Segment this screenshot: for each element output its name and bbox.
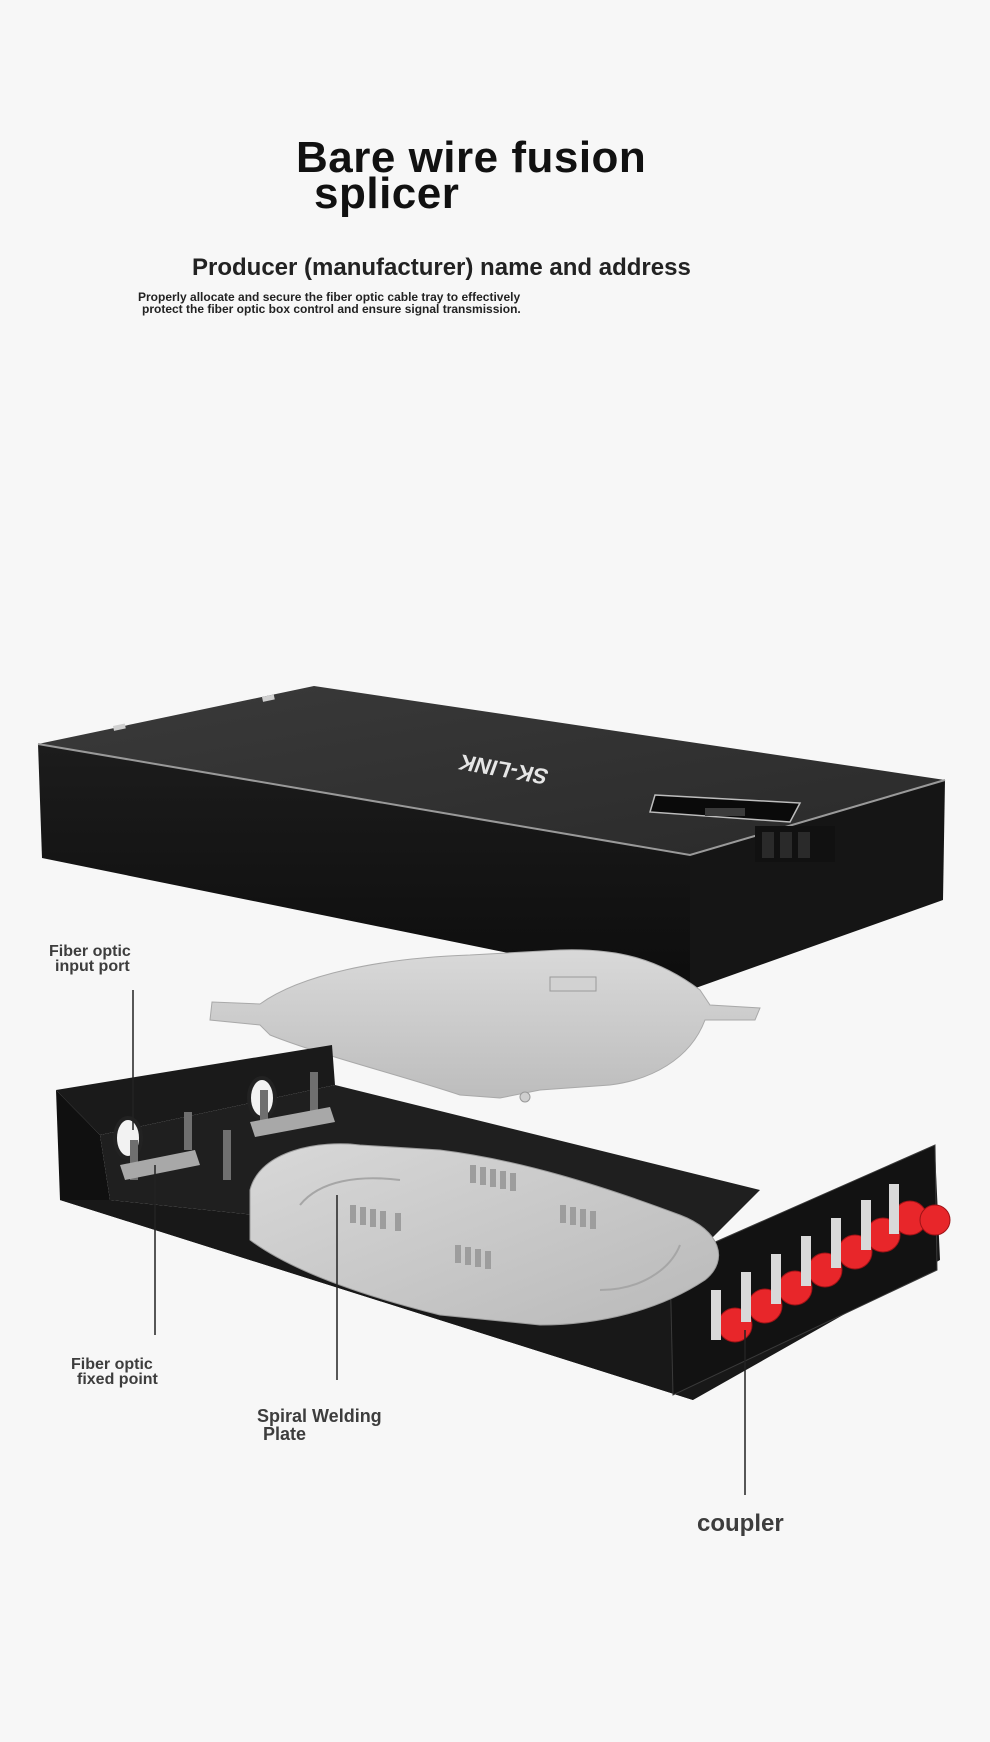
description-line-1: Properly allocate and secure the fiber o…	[138, 290, 521, 304]
callout-spiral-line-1: Spiral Welding	[257, 1406, 382, 1426]
callout-input-line-2: input port	[55, 958, 130, 975]
callout-fiber-input-port: Fiber optic input port	[49, 943, 131, 975]
callout-fixed-line-1: Fiber optic	[71, 1356, 153, 1373]
page-subtitle: Producer (manufacturer) name and address	[192, 254, 691, 281]
callout-fiber-fixed-point: Fiber optic fixed point	[71, 1356, 158, 1388]
cable-fixing-posts	[113, 1072, 335, 1180]
tray-cover-plate	[209, 949, 761, 1103]
callout-input-line-1: Fiber optic	[49, 943, 131, 960]
callout-spiral-line-2: Plate	[263, 1424, 307, 1444]
coupler-adapter-panel	[711, 1184, 951, 1343]
spiral-splice-tray	[249, 1143, 720, 1326]
title-line-1: Bare wire fusion	[296, 133, 647, 182]
callout-spiral-welding-plate: Spiral Welding Plate	[257, 1407, 382, 1443]
title-line-2: splicer	[314, 169, 460, 218]
product-description: Properly allocate and secure the fiber o…	[138, 291, 618, 315]
top-cover-lid: SK-LINK	[37, 686, 946, 990]
page-title: Bare wire fusion splicer	[296, 136, 756, 218]
callout-coupler: coupler	[697, 1510, 784, 1537]
description-line-2: protect the fiber optic box control and …	[142, 302, 521, 316]
fiber-box-exploded-illustration: SK-LINK	[37, 686, 951, 1495]
callout-fixed-line-2: fixed point	[77, 1371, 158, 1388]
callout-leader-lines	[132, 990, 746, 1495]
